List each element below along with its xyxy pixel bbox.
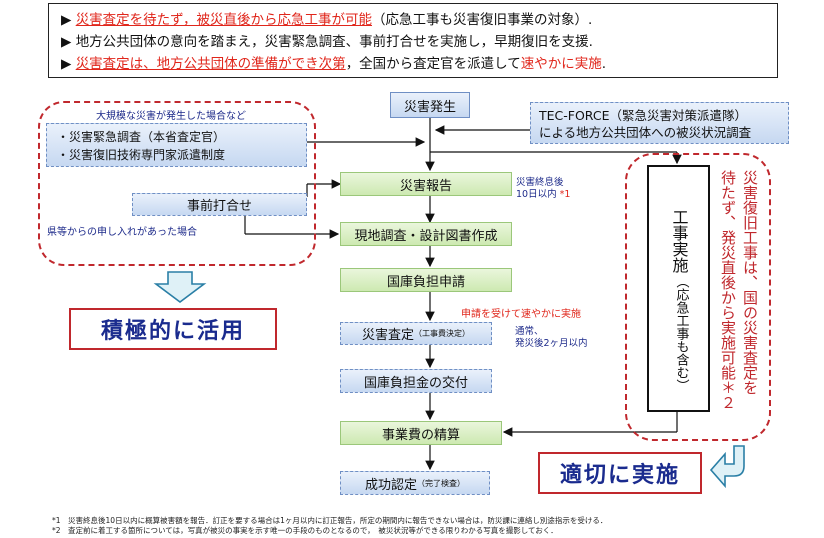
completion-label: 成功認定 xyxy=(364,477,417,493)
summary-1-rest: （応急工事も災害復旧事業の対象）. xyxy=(372,12,593,28)
construction-text: 工事実施 （応急工事も含む） xyxy=(667,209,691,410)
disaster-report-box: 災害報告 xyxy=(340,172,512,196)
summary-3-highlight: 災害査定は、地方公共団体の準備ができ次第 xyxy=(75,56,346,72)
tecforce-desc: による地方公共団体への被災状況調査 xyxy=(539,125,752,140)
prefecture-request-label: 県等からの申し入れがあった場合 xyxy=(47,227,197,238)
summary-line-1: ▶ 災害査定を待たず，被災直後から応急工事が可能（応急工事も災害復旧事業の対象）… xyxy=(61,9,765,31)
tecforce-title: TEC-FORCE（緊急災害対策派遣隊） xyxy=(539,108,747,123)
bullet-icon: ▶ xyxy=(61,12,72,28)
footnote-1: *1 災害終息後10日以内に概算被害額を報告．訂正を要する場合は1ヶ月以内に訂正… xyxy=(52,516,608,525)
report-note-line-2: 10日以内 xyxy=(516,189,557,200)
grant-box: 国庫負担金の交付 xyxy=(340,369,492,393)
emergency-survey-item: ・災害緊急調査（本省査定官） xyxy=(57,130,226,144)
summary-2-text: 地方公共団体の意向を踏まえ，災害緊急調査、事前打合せを実施し，早期復旧を支援. xyxy=(75,34,593,50)
red-note-line-1: 災害復旧工事は、国の災害査定を xyxy=(741,170,759,395)
report-deadline-note: 災害終息後 10日以内 *1 xyxy=(516,177,570,201)
emergency-support-area xyxy=(38,101,316,266)
completion-box: 成功認定（完了検査） xyxy=(340,471,490,495)
summary-box: ▶ 災害査定を待たず，被災直後から応急工事が可能（応急工事も災害復旧事業の対象）… xyxy=(48,3,778,78)
expert-dispatch-item: ・災害復旧技術専門家派遣制度 xyxy=(57,148,226,162)
summary-line-2: ▶ 地方公共団体の意向を踏まえ，災害緊急調査、事前打合せを実施し，早期復旧を支援… xyxy=(61,31,765,53)
report-note-line-1: 災害終息後 xyxy=(516,177,564,188)
summary-3-middle: ，全国から査定官を派遣して xyxy=(345,56,521,72)
completion-sublabel: （完了検査） xyxy=(417,478,465,488)
assess-note-line-2: 発災後2ヶ月以内 xyxy=(515,338,588,349)
assess-note-line-1: 通常、 xyxy=(515,326,544,337)
emergency-construction-area xyxy=(625,153,771,441)
large-disaster-label: 大規模な災害が発生した場合など xyxy=(96,111,246,122)
immediate-construction-note: 災害復旧工事は、国の災害査定を 待たず、発災直後から実施可能＊２ xyxy=(717,170,761,432)
summary-3-emphasis: 速やかに実施 xyxy=(520,56,602,72)
pre-meeting-box: 事前打合せ xyxy=(132,193,307,216)
red-note-line-2: 待たず、発災直後から実施可能＊２ xyxy=(719,170,737,410)
footnote-1-mark: *1 xyxy=(559,189,571,200)
summary-line-3: ▶ 災害査定は、地方公共団体の準備ができ次第，全国から査定官を派遣して速やかに実… xyxy=(61,53,765,75)
construction-sublabel: （応急工事も含む） xyxy=(673,275,689,392)
disaster-occurrence-box: 災害発生 xyxy=(390,92,470,118)
application-note: 申請を受けて速やかに実施 xyxy=(461,309,581,320)
assessment-label: 災害査定 xyxy=(361,328,414,343)
footnote-2: *2 査定前に着工する箇所については，写真が被災の事実を示す唯一の手段のものとな… xyxy=(52,526,558,535)
assessment-box: 災害査定（工事費決定） xyxy=(340,322,492,345)
construction-label: 工事実施 xyxy=(669,209,689,273)
bullet-icon: ▶ xyxy=(61,34,72,50)
field-survey-box: 現地調査・設計図書作成 xyxy=(340,222,512,246)
tecforce-box: TEC-FORCE（緊急災害対策派遣隊） による地方公共団体への被災状況調査 xyxy=(530,102,789,144)
summary-1-highlight: 災害査定を待たず，被災直後から応急工事が可能 xyxy=(75,12,373,28)
assessment-timing-note: 通常、 発災後2ヶ月以内 xyxy=(515,326,588,350)
application-box: 国庫負担申請 xyxy=(340,268,512,292)
summary-3-end: . xyxy=(601,56,607,72)
settlement-box: 事業費の精算 xyxy=(340,421,502,445)
assessment-sublabel: （工事費決定） xyxy=(414,329,470,338)
emergency-survey-box: ・災害緊急調査（本省査定官） ・災害復旧技術専門家派遣制度 xyxy=(46,123,307,167)
construction-box: 工事実施 （応急工事も含む） xyxy=(647,165,710,412)
active-use-box: 積極的に活用 xyxy=(69,308,277,350)
appropriate-implementation-box: 適切に実施 xyxy=(538,452,702,494)
bullet-icon: ▶ xyxy=(61,56,72,72)
